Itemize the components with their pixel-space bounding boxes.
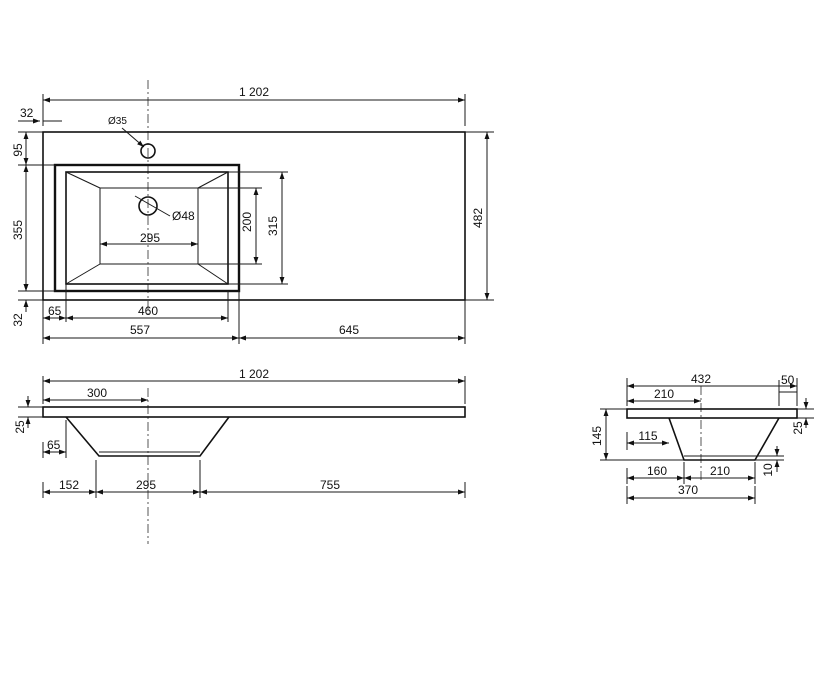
front-slab-thickness-label: 25 [13,420,27,434]
bowl-depth-label: 355 [11,220,25,240]
front-overall-width-label: 1 202 [239,367,269,381]
tap-hole-label: Ø35 [108,116,127,127]
side-front-run-label: 160 [647,464,667,478]
bottom-offset-label: 32 [11,313,25,327]
overall-depth-label: 482 [471,208,485,228]
side-center-offset-label: 210 [654,387,674,401]
side-total-run-label: 370 [678,483,698,497]
front-bottom-width-label: 295 [136,478,156,492]
front-left-run-label: 152 [59,478,79,492]
side-wall-offset-label: 115 [638,429,657,443]
side-bowl-profile [668,417,780,461]
countertop-outline [42,131,466,301]
tap-offset-label: 95 [11,143,25,157]
bowl-inner-edge [65,171,229,285]
front-wall-offset-label: 65 [47,438,61,452]
bowl-rim [53,163,241,293]
left-offset-label: 32 [20,106,34,120]
front-slab [42,406,466,418]
side-slab [626,408,798,419]
side-bottom-width-label: 210 [710,464,730,478]
bowl-outer-width-label: 557 [130,323,150,337]
deck-width-label: 645 [339,323,359,337]
side-slab-thickness-label: 25 [791,421,805,435]
side-bottom-thickness-label: 10 [761,463,775,477]
inner-bottom-width-label: 295 [140,231,160,245]
top-view: Ø35 Ø48 1 202 32 95 355 32 295 [11,80,494,344]
bowl-inner-width-label: 460 [138,304,158,318]
drain-hole [138,196,158,216]
inner-offset-label: 65 [48,304,62,318]
front-right-run-label: 755 [320,478,340,492]
inner-depth-label: 315 [266,216,280,236]
tap-hole [140,143,156,159]
side-back-lip-label: 50 [781,373,795,387]
side-view: 432 50 210 25 145 115 10 160 [590,372,814,504]
drain-label: Ø48 [172,209,195,223]
bowl-bottom [99,187,199,265]
side-height-label: 145 [590,426,604,446]
inner-bottom-depth-label: 200 [240,212,254,232]
side-overall-depth-label: 432 [691,372,711,386]
front-bowl-profile [65,416,230,457]
front-center-offset-label: 300 [87,386,107,400]
front-view: 1 202 300 25 65 152 295 755 [13,367,466,544]
overall-width-label: 1 202 [239,85,269,99]
